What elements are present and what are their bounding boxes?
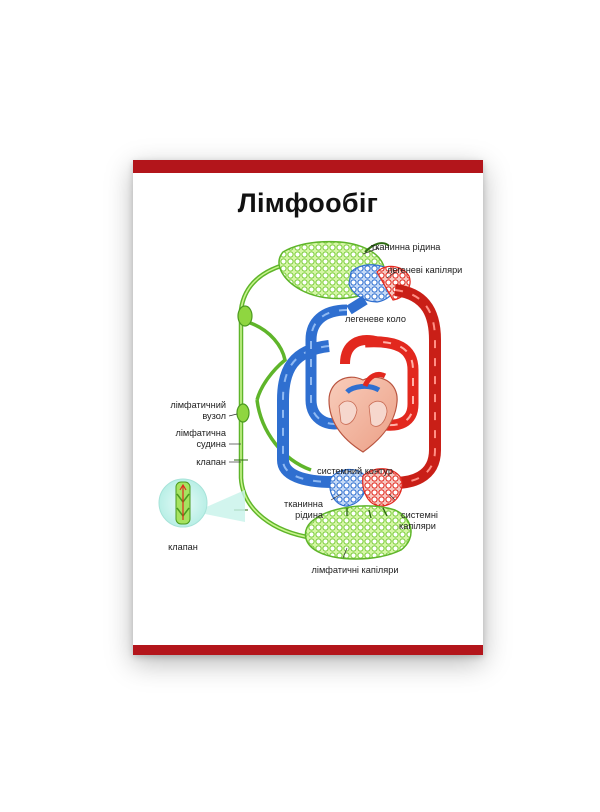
label-pulmonary-capillaries: легеневі капіляри (387, 265, 462, 275)
poster: Лімфообіг (133, 160, 483, 655)
leader-lines (228, 247, 396, 559)
heart (328, 371, 398, 453)
label-tissue-fluid-bottom-2: рідина (295, 510, 324, 520)
blood-vessels (277, 284, 441, 489)
label-tissue-fluid-bottom: тканинна (284, 499, 324, 509)
label-systemic-capillaries: системні (401, 510, 438, 520)
label-pulmonary-circuit: легеневе коло (345, 314, 406, 324)
valve-inset (158, 478, 245, 528)
lymph-vessel-loop (234, 257, 314, 541)
label-systemic-capillaries-2: капіляри (399, 521, 436, 531)
poster-top-bar (133, 160, 483, 173)
label-lymph-node-2: вузол (202, 411, 226, 421)
lymph-circulation-diagram: тканинна рідина легеневі капіляри легене… (158, 240, 462, 575)
poster-title: Лімфообіг (237, 188, 379, 218)
lymph-node-upper (237, 305, 253, 327)
label-lymph-vessel-2: судина (196, 439, 226, 449)
label-systemic-circuit: системний контур (317, 466, 393, 476)
poster-bottom-bar (133, 645, 483, 655)
label-lymph-vessel: лімфатична (176, 428, 227, 438)
lymph-node-middle (236, 403, 250, 423)
label-valve-inset: клапан (168, 542, 198, 552)
label-tissue-fluid-top: тканинна рідина (371, 242, 441, 252)
label-valve: клапан (196, 457, 226, 467)
systemic-capillary-bed (304, 468, 412, 560)
label-lymph-capillaries: лімфатичні капіляри (312, 565, 399, 575)
label-lymph-node: лімфатичний (170, 400, 226, 410)
